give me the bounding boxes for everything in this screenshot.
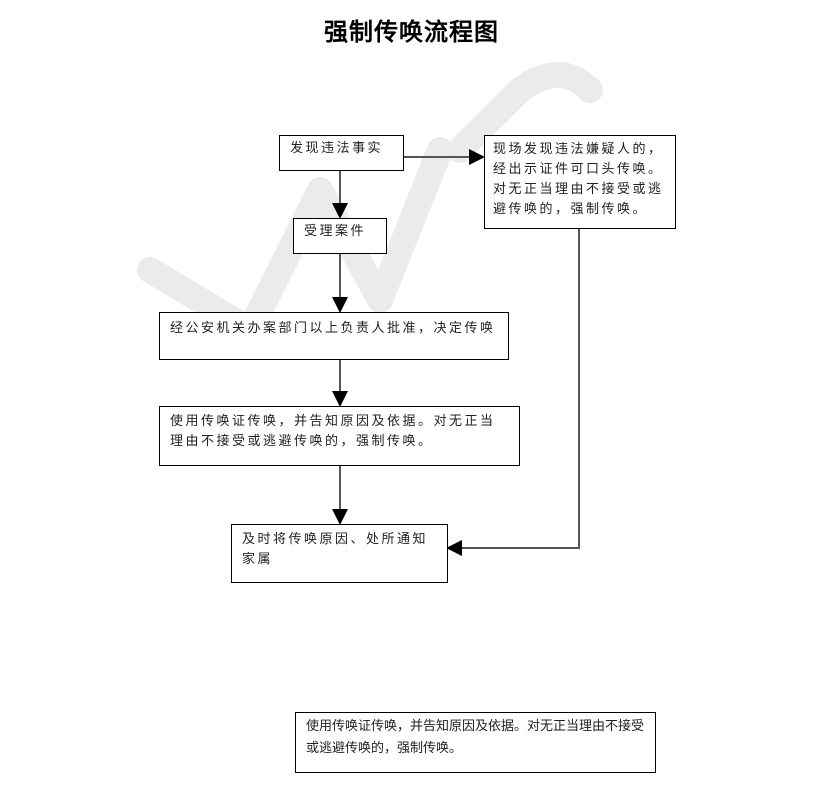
page-title: 强制传唤流程图 [324, 17, 499, 46]
node-notify: 及时将传唤原因、处所通知家属 [231, 524, 448, 583]
node-approve: 经公安机关办案部门以上负责人批准，决定传唤 [159, 312, 509, 360]
arrow-onsite-notify [446, 228, 580, 556]
node-onsite: 现场发现违法嫌疑人的，经出示证件可口头传唤。对无正当理由不接受或逃避传唤的，强制… [484, 135, 676, 229]
node-accept: 受理案件 [293, 218, 387, 254]
node-summon: 使用传唤证传唤，并告知原因及依据。对无正当理由不接受或逃避传唤的，强制传唤。 [159, 406, 520, 466]
note-box: 使用传唤证传唤，并告知原因及依据。对无正当理由不接受或逃避传唤的，强制传唤。 [295, 712, 656, 773]
node-discover: 发现违法事实 [279, 135, 404, 171]
wps-watermark [137, 62, 603, 343]
